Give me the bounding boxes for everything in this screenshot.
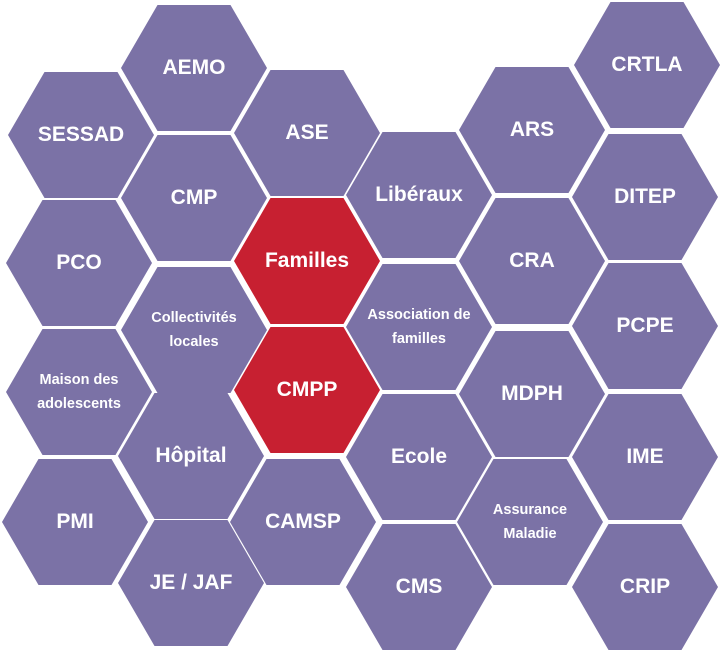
hex-label: CMP bbox=[170, 186, 218, 209]
hex-liberaux: Libéraux bbox=[346, 132, 492, 258]
hex-ditep: DITEP bbox=[572, 134, 718, 260]
hex-ars: ARS bbox=[459, 67, 605, 193]
hex-label: Association de familles bbox=[367, 307, 471, 347]
hex-cra: CRA bbox=[459, 198, 605, 324]
hex-crip: CRIP bbox=[572, 524, 718, 650]
hex-label: Hôpital bbox=[155, 444, 227, 467]
hex-cmpp: CMPP bbox=[234, 327, 380, 453]
hex-pco: PCO bbox=[6, 200, 152, 326]
hex-label: ASE bbox=[285, 121, 329, 144]
hex-association-de-familles: Association de familles bbox=[346, 264, 492, 390]
hex-label: CRIP bbox=[619, 575, 671, 598]
hex-label: MDPH bbox=[501, 382, 563, 405]
hex-label: JE / JAF bbox=[149, 571, 233, 594]
hex-ase: ASE bbox=[234, 70, 380, 196]
hex-crtla: CRTLA bbox=[574, 2, 720, 128]
hex-label: Assurance Maladie bbox=[492, 502, 568, 542]
hex-label: SESSAD bbox=[37, 123, 125, 146]
hex-label: DITEP bbox=[614, 185, 676, 208]
hex-label: CRA bbox=[509, 249, 555, 272]
hex-label: Libéraux bbox=[375, 183, 463, 206]
hex-maison-des-adolescents: Maison des adolescents bbox=[6, 329, 152, 455]
hex-label: Maison des adolescents bbox=[37, 372, 121, 412]
hex-label: PMI bbox=[56, 510, 94, 533]
hex-cms: CMS bbox=[346, 524, 492, 650]
hex-label: IME bbox=[626, 445, 664, 468]
hex-label: Ecole bbox=[390, 445, 448, 468]
hex-label: PCO bbox=[56, 251, 102, 274]
hex-aemo: AEMO bbox=[121, 5, 267, 131]
hex-label: Collectivités locales bbox=[151, 310, 237, 350]
hex-label: ARS bbox=[509, 118, 555, 141]
hex-label: CMPP bbox=[276, 378, 338, 401]
hex-familles: Familles bbox=[234, 198, 380, 324]
hex-pcpe: PCPE bbox=[572, 263, 718, 389]
hex-label: CMS bbox=[395, 575, 443, 598]
hex-label: Familles bbox=[264, 249, 350, 272]
hex-label: CRTLA bbox=[611, 53, 683, 76]
hex-pmi: PMI bbox=[2, 459, 148, 585]
hex-label: PCPE bbox=[616, 314, 674, 337]
hex-label: CAMSP bbox=[265, 510, 341, 533]
hex-label: AEMO bbox=[162, 56, 226, 79]
hex-ecole: Ecole bbox=[346, 394, 492, 520]
